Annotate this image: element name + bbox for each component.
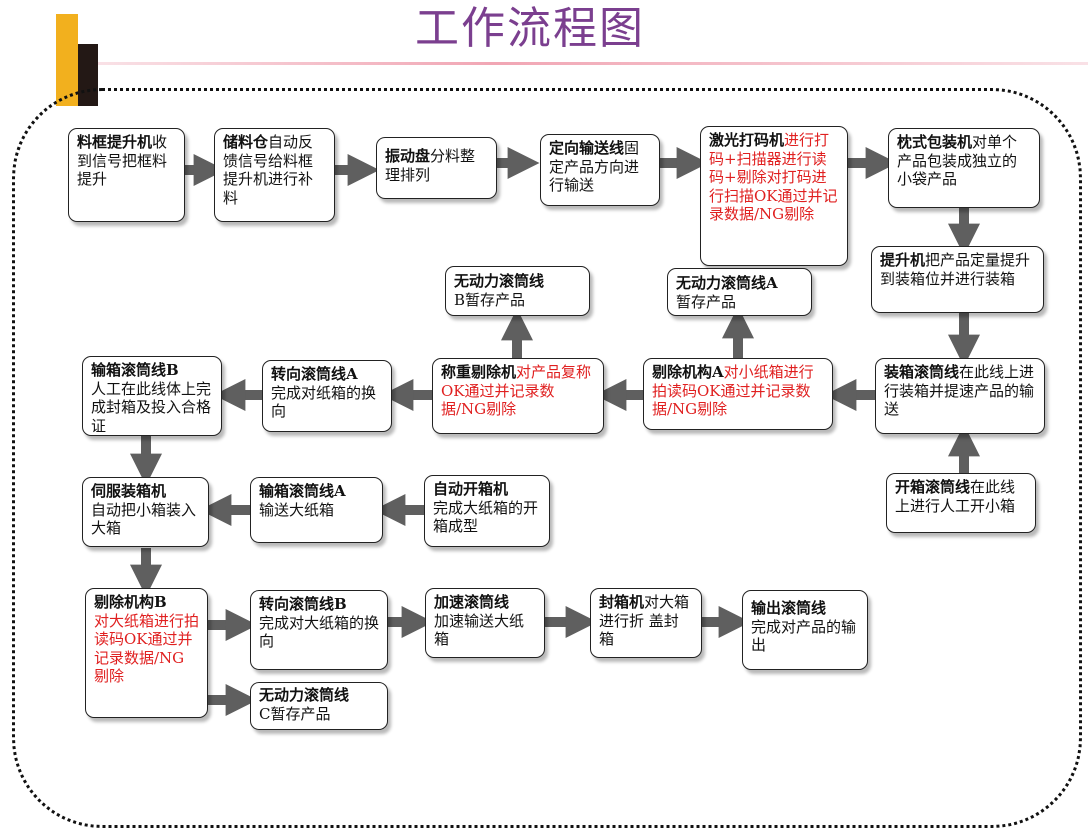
node-title: 自动开箱机 <box>433 480 509 498</box>
slide: 工作流程图 <box>12 3 1088 828</box>
node-desc-red: 对产品复称OK通过并记录数据/NG剔除 <box>441 363 592 418</box>
node-title: 装箱滚筒线 <box>884 363 960 381</box>
node-reject-mechanism-a: 剔除机构A对小纸箱进行拍读码OK通过并记录数据/NG剔除 <box>643 358 833 430</box>
node-desc: 在此线上进行人工开小箱 <box>895 478 1016 515</box>
node-checkweigher: 称重剔除机对产品复称OK通过并记录数据/NG剔除 <box>432 358 604 434</box>
node-desc-red: 对大纸箱进行拍读码OK通过并记录数据/NG剔除 <box>94 611 200 686</box>
node-desc: 自动把小箱装入大箱 <box>91 500 197 538</box>
node-title: 开箱滚筒线 <box>895 478 971 496</box>
node-title: 封箱机 <box>599 593 645 611</box>
node-auto-box-opener: 自动开箱机完成大纸箱的开箱成型 <box>424 475 550 547</box>
node-desc: 对单个产品包装成独立的小袋产品 <box>897 133 1018 188</box>
node-title: 输箱滚筒线B <box>91 361 179 379</box>
node-desc: 自动反馈信号给料框提升机进行补料 <box>223 133 314 207</box>
node-title: 无动力滚筒线 <box>259 686 350 704</box>
node-title: 定向输送线 <box>549 139 625 157</box>
node-desc: 收到信号把框料提升 <box>77 133 168 188</box>
node-desc-red: 对小纸箱进行拍读码OK通过并记录数据/NG剔除 <box>652 363 814 418</box>
node-title: 加速滚筒线 <box>434 593 510 611</box>
node-boxing-roller-line: 装箱滚筒线在此线上进行装箱并提速产品的输送 <box>875 358 1045 434</box>
node-desc: 加速输送大纸箱 <box>434 611 525 649</box>
node-title: 伺服装箱机 <box>91 482 167 500</box>
node-servo-boxing-machine: 伺服装箱机自动把小箱装入大箱 <box>82 477 209 547</box>
node-pillow-packer: 枕式包装机对单个产品包装成独立的小袋产品 <box>888 128 1040 208</box>
node-storage-bin: 储料仓自动反馈信号给料框提升机进行补料 <box>214 128 335 222</box>
node-title: 提升机 <box>880 251 926 269</box>
node-acceleration-roller: 加速滚筒线加速输送大纸箱 <box>425 588 545 658</box>
node-title: 激光打码机 <box>709 131 785 149</box>
node-desc: 完成大纸箱的开箱成型 <box>433 498 539 536</box>
node-title: 料框提升机 <box>77 133 153 151</box>
node-desc: 分料整理排列 <box>385 147 476 184</box>
node-title: 剔除机构B <box>94 593 167 611</box>
node-frame-lifter: 料框提升机收到信号把框料提升 <box>68 128 185 222</box>
node-desc: B暂存产品 <box>454 290 526 309</box>
node-title: 剔除机构A <box>652 363 724 381</box>
node-desc: C暂存产品 <box>259 704 331 723</box>
node-desc: 完成对纸箱的换向 <box>271 383 377 421</box>
node-title: 储料仓 <box>223 133 269 151</box>
arrows-layer <box>129 146 981 717</box>
yellow-accent-bar <box>56 14 78 106</box>
node-title: 枕式包装机 <box>897 133 973 151</box>
node-desc: 在此线上进行装箱并提速产品的输送 <box>884 363 1035 418</box>
node-vibration-plate: 振动盘分料整理排列 <box>376 137 497 199</box>
node-desc: 把产品定量提升到装箱位并进行装箱 <box>880 251 1031 288</box>
node-desc: 固定产品方向进行输送 <box>549 139 640 194</box>
node-title: 无动力滚筒线A <box>676 274 778 292</box>
node-output-roller: 输出滚筒线完成对产品的输出 <box>742 590 868 670</box>
node-desc: 暂存产品 <box>676 292 737 311</box>
node-title: 输箱滚筒线A <box>259 482 346 500</box>
node-desc: 完成对大纸箱的换向 <box>259 613 380 651</box>
node-directional-conveyor: 定向输送线固定产品方向进行输送 <box>540 134 660 206</box>
node-box-sealer: 封箱机对大箱进行折 盖封箱 <box>590 588 702 658</box>
node-desc: 输送大纸箱 <box>259 500 335 519</box>
node-laser-coder: 激光打码机进行打码+扫描器进行读码+剔除对打码进行扫描OK通过并记录数据/NG剔… <box>700 126 848 266</box>
node-desc: 人工在此线体上完成封箱及投入合格证 <box>91 379 212 435</box>
node-title: 转向滚筒线A <box>271 365 358 383</box>
node-desc: 完成对产品的输出 <box>751 617 857 655</box>
node-lifter: 提升机把产品定量提升到装箱位并进行装箱 <box>871 246 1044 313</box>
node-title: 称重剔除机 <box>441 363 517 381</box>
node-desc-red: 进行打码+扫描器进行读码+剔除对打码进行扫描OK通过并记录数据/NG剔除 <box>709 131 838 223</box>
page-title: 工作流程图 <box>415 3 645 54</box>
node-title: 振动盘 <box>385 147 431 165</box>
node-title: 转向滚筒线B <box>259 595 347 613</box>
node-title: 输出滚筒线 <box>751 599 827 617</box>
title-underline <box>98 62 1088 65</box>
node-desc: 对大箱进行折 盖封箱 <box>599 593 690 648</box>
node-box-opening-roller-line: 开箱滚筒线在此线上进行人工开小箱 <box>886 473 1036 533</box>
node-title: 无动力滚筒线 <box>454 272 545 290</box>
